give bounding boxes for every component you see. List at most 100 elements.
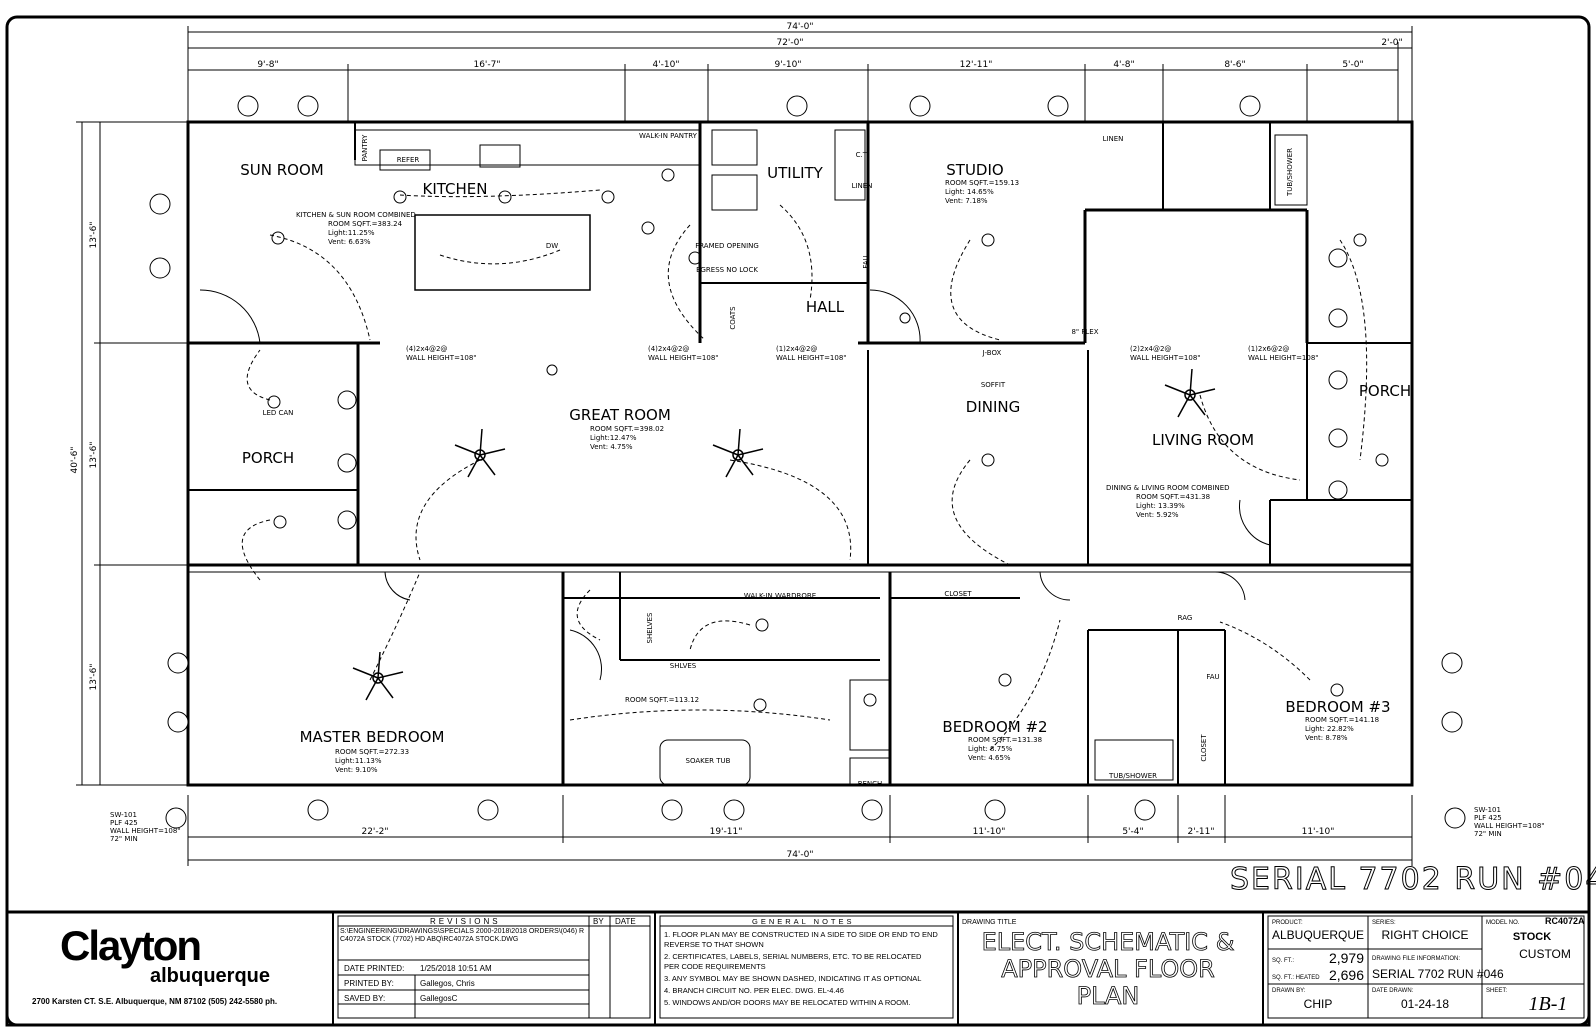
- drawn-by-value: CHIP: [1304, 997, 1333, 1011]
- model-value: RC4072A: [1545, 916, 1585, 926]
- note-dining-living-0: DINING & LIVING ROOM COMBINED: [1106, 484, 1230, 492]
- note-bedroom3-2: Vent: 8.78%: [1305, 734, 1348, 742]
- note-master-bath-0: ROOM SQFT.=113.12: [625, 696, 699, 704]
- general-note-3: PER CODE REQUIREMENTS: [664, 962, 766, 971]
- title-block: [5, 910, 1591, 1027]
- label-coats: COATS: [729, 306, 737, 330]
- label-shelves: SHELVES: [646, 612, 654, 643]
- series-label: SERIES:: [1372, 920, 1396, 926]
- sw-left-0: SW-101: [110, 811, 137, 819]
- wall-note-1b: WALL HEIGHT=108": [406, 354, 477, 362]
- label-linen: LINEN: [1103, 135, 1124, 143]
- wall-note-1a: (4)2x4@2@: [406, 345, 447, 353]
- sqft-value: 2,979: [1329, 950, 1364, 966]
- dim-left-2: 13'-6": [89, 663, 99, 690]
- sw-right-3: 72" MIN: [1474, 830, 1502, 838]
- label-tub-shower-vertical: TUB/SHOWER: [1286, 148, 1294, 197]
- dim-top-0: 9'-8": [257, 60, 278, 70]
- note-master-1: Light:11.13%: [335, 757, 382, 765]
- drawing-title-label: DRAWING TITLE: [962, 919, 1017, 926]
- drawing-file-label: DRAWING FILE INFORMATION:: [1372, 956, 1460, 962]
- note-kitchen-sun-2: Light:11.25%: [328, 229, 375, 237]
- room-label-dining: DINING: [966, 398, 1020, 416]
- note-kitchen-sun-1: ROOM SQFT.=383.24: [328, 220, 403, 228]
- dim-bottom-3: 5'-4": [1122, 827, 1143, 837]
- sw-right-0: SW-101: [1474, 806, 1501, 814]
- label-ct: C.T.: [856, 151, 869, 159]
- note-dining-living-1: ROOM SQFT.=431.38: [1136, 493, 1210, 501]
- date-drawn-value: 01-24-18: [1401, 997, 1449, 1011]
- general-note-2: 2. CERTIFICATES, LABELS, SERIAL NUMBERS,…: [664, 952, 922, 961]
- dim-top-1: 16'-7": [473, 60, 500, 70]
- note-studio-2: Vent: 7.18%: [945, 197, 988, 205]
- label-j-box: J-BOX: [982, 349, 1002, 357]
- drawing-file-value: SERIAL 7702 RUN #046: [1372, 967, 1504, 981]
- label-framed-opening: FRAMED OPENING: [695, 242, 759, 250]
- sheet-label: SHEET:: [1486, 988, 1507, 994]
- label-egress: EGRESS NO LOCK: [696, 266, 758, 274]
- company-logo: Clayton: [60, 922, 200, 969]
- series-value: RIGHT CHOICE: [1381, 928, 1468, 942]
- room-label-porch-left: PORCH: [242, 449, 294, 467]
- note-great-0: ROOM SQFT.=398.02: [590, 425, 664, 433]
- note-master-0: ROOM SQFT.=272.33: [335, 748, 409, 756]
- wall-note-2b: WALL HEIGHT=108": [648, 354, 719, 362]
- label-bench: BENCH: [858, 780, 883, 788]
- model-label: MODEL NO.: [1486, 920, 1520, 926]
- drawing-path: S:\ENGINEERING\DRAWINGS\SPECIALS 2000-20…: [340, 928, 585, 943]
- company-address: 2700 Karsten CT. S.E. Albuquerque, NM 87…: [32, 997, 277, 1006]
- sw-right-1: PLF 425: [1474, 814, 1502, 822]
- room-label-bedroom3: BEDROOM #3: [1285, 698, 1390, 716]
- wall-note-3a: (1)2x4@2@: [776, 345, 817, 353]
- dim-top-7: 5'-0": [1342, 60, 1363, 70]
- room-label-hall: HALL: [806, 298, 845, 316]
- wall-note-4b: WALL HEIGHT=108": [1130, 354, 1201, 362]
- wall-note-4a: (2)2x4@2@: [1130, 345, 1171, 353]
- revisions-header: REVISIONS: [430, 917, 501, 926]
- dim-bottom-4: 2'-11": [1187, 827, 1214, 837]
- label-tub-shower: TUB/SHOWER: [1108, 772, 1157, 780]
- ceiling-fan-icon: [352, 368, 1216, 701]
- note-dining-living-2: Light: 13.39%: [1136, 502, 1185, 510]
- note-bedroom3-0: ROOM SQFT.=141.18: [1305, 716, 1379, 724]
- dim-overall-bottom: 74'-0": [786, 850, 813, 860]
- sheet-value: 1B-1: [1529, 993, 1568, 1015]
- note-great-2: Vent: 4.75%: [590, 443, 633, 451]
- general-note-5: 4. BRANCH CIRCUIT NO. PER ELEC. DWG. EL-…: [664, 986, 844, 995]
- note-bedroom2-0: ROOM SQFT.=131.38: [968, 736, 1042, 744]
- label-walkin-pantry: WALK-IN PANTRY: [639, 132, 698, 140]
- date-printed-label: DATE PRINTED:: [344, 964, 404, 973]
- stock-value: STOCK: [1513, 931, 1551, 943]
- printed-by-value: Gallegos, Chris: [420, 979, 475, 988]
- saved-by-value: GallegosC: [420, 994, 458, 1003]
- general-notes-header: GENERAL NOTES: [752, 917, 855, 926]
- general-note-1: REVERSE TO THAT SHOWN: [664, 940, 764, 949]
- dim-top-2: 4'-10": [652, 60, 679, 70]
- label-walkin-wardrobe: WALK-IN WARDROBE: [744, 592, 816, 600]
- dim-bottom-5: 11'-10": [1302, 827, 1335, 837]
- room-label-kitchen: KITCHEN: [423, 180, 488, 198]
- room-label-great-room: GREAT ROOM: [569, 406, 671, 424]
- label-refer: REFER: [397, 156, 420, 164]
- label-closet-vertical: CLOSET: [1200, 734, 1208, 762]
- dim-bottom-2: 11'-10": [973, 827, 1006, 837]
- general-note-4: 3. ANY SYMBOL MAY BE SHOWN DASHED, INDIC…: [664, 974, 921, 983]
- note-bedroom2-2: Vent: 4.65%: [968, 754, 1011, 762]
- room-label-living-room: LIVING ROOM: [1152, 431, 1254, 449]
- wall-note-5a: (1)2x6@2@: [1248, 345, 1289, 353]
- date-drawn-label: DATE DRAWN:: [1372, 988, 1414, 994]
- wall-note-3b: WALL HEIGHT=108": [776, 354, 847, 362]
- note-studio-1: Light: 14.65%: [945, 188, 994, 196]
- sqft-label: SQ. FT.:: [1272, 958, 1294, 964]
- drawing-title-line1: ELECT. SCHEMATIC &: [982, 928, 1235, 956]
- label-led-can: LED CAN: [263, 409, 294, 417]
- dim-left-1: 13'-6": [89, 441, 99, 468]
- note-bedroom3-1: Light: 22.82%: [1305, 725, 1354, 733]
- printed-by-label: PRINTED BY:: [344, 979, 394, 988]
- label-fau-utility: FAU: [862, 255, 870, 268]
- window-marker-icon: [149, 95, 1466, 829]
- label-soffit: SOFFIT: [981, 381, 1006, 389]
- note-great-1: Light:12.47%: [590, 434, 637, 442]
- label-pantry: PANTRY: [361, 134, 369, 161]
- heated-label: SQ. FT.: HEATED: [1272, 975, 1320, 981]
